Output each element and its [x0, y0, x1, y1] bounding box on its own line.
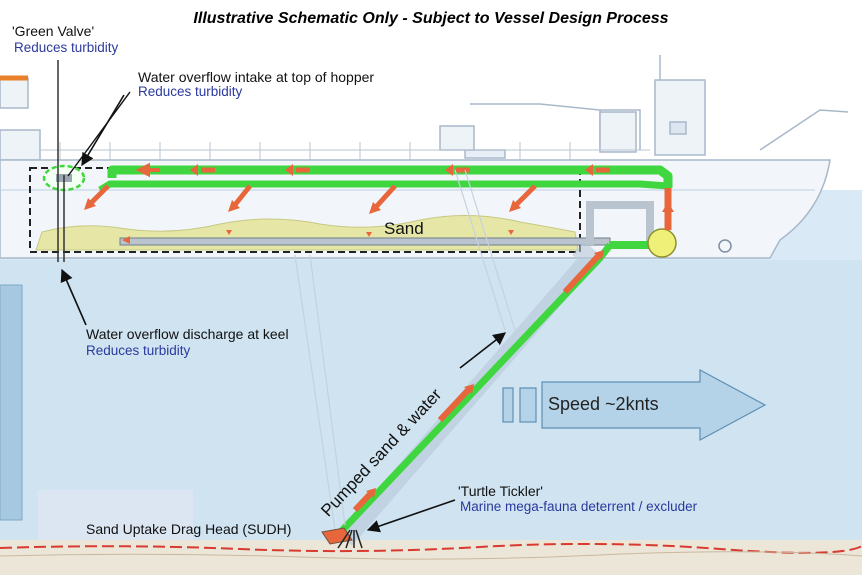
- valve-pointer: [67, 91, 131, 177]
- seabed-line: [0, 542, 862, 554]
- downcomer-spouts: [88, 184, 537, 210]
- bow-thruster-mark: [718, 239, 732, 253]
- pump-discharge-pipe: [586, 201, 654, 245]
- overflow-discharge-label: Water overflow discharge at keel: [86, 326, 289, 342]
- hanging-wires: [294, 169, 516, 531]
- overflow-return-pipe: [119, 237, 611, 246]
- discharge-pointer: [60, 268, 87, 326]
- pump-flow-arrow: [662, 202, 674, 212]
- deck-railing: [40, 142, 650, 160]
- drag-head-label: Sand Uptake Drag Head (SUDH): [86, 521, 292, 537]
- overflow-intake-note: Reduces turbidity: [138, 84, 243, 99]
- speed-arrow: [502, 368, 767, 442]
- ship-superstructure: [0, 55, 849, 161]
- speed-label: Speed ~2knts: [548, 394, 659, 414]
- pumped-pointer: [459, 332, 507, 369]
- sand-level-markers: [226, 230, 514, 237]
- suction-flow-arrows: [352, 251, 603, 513]
- turtle-tickler-note: Marine mega-fauna deterrent / excluder: [460, 499, 698, 514]
- flow-arrows: [135, 162, 610, 178]
- seabed: [0, 540, 862, 575]
- turtle-tickler-label: 'Turtle Tickler': [458, 483, 543, 499]
- overflow-intake-label: Water overflow intake at top of hopper: [138, 69, 375, 85]
- left-seafloor-box: [38, 490, 193, 540]
- distribution-pipe: [107, 165, 673, 188]
- intake-pointer: [81, 94, 125, 167]
- dredge-pump: [647, 228, 677, 258]
- turtle-tickler-chains: [337, 529, 363, 549]
- tickler-pointer: [366, 499, 456, 533]
- diagram-title: Illustrative Schematic Only - Subject to…: [193, 10, 669, 27]
- drag-head: [321, 527, 353, 545]
- green-valve-label: 'Green Valve': [12, 23, 95, 39]
- green-valve-note: Reduces turbidity: [14, 40, 119, 55]
- overflow-discharge-note: Reduces turbidity: [86, 343, 191, 358]
- left-panel: [0, 284, 23, 521]
- hopper-sand-label: Sand: [384, 219, 424, 238]
